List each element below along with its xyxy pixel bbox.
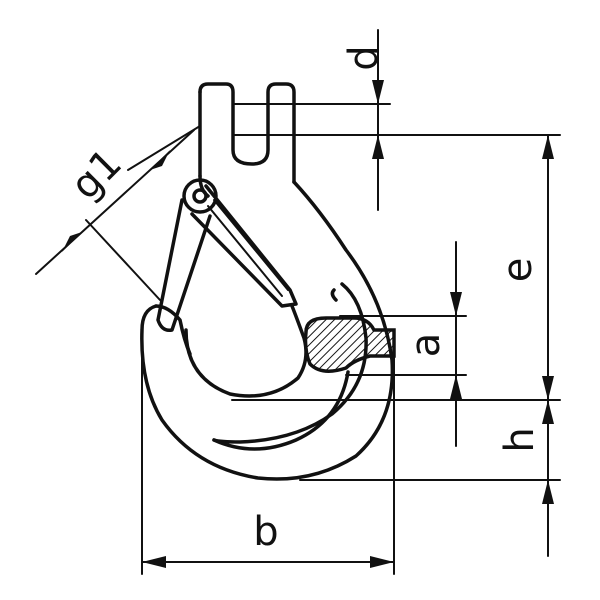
h-arrow-bottom — [542, 480, 554, 504]
latch-pivot-pin — [192, 188, 208, 204]
g1-arrow-2 — [62, 232, 82, 252]
h-arrow-top — [542, 400, 554, 424]
dimension-lines — [35, 29, 561, 575]
label-d: d — [341, 45, 387, 70]
latch-arm-left — [156, 198, 212, 333]
a-arrow-top — [450, 292, 462, 316]
e-arrow-top — [542, 135, 554, 159]
clevis-head — [198, 82, 296, 184]
safety-latch — [156, 178, 298, 333]
hook-inner-throat — [184, 304, 308, 398]
latch-arm-right — [190, 184, 298, 308]
label-g1: g1 — [62, 140, 130, 208]
d-arrow-top — [372, 80, 384, 104]
e-arrow-bottom — [542, 376, 554, 400]
hatched-cross-section — [303, 316, 396, 373]
latch-pivot — [182, 178, 218, 214]
label-e: e — [495, 258, 541, 283]
d-arrow-bottom — [372, 135, 384, 159]
hook-inner-rib-bottom — [212, 370, 350, 451]
hook-inner-rib-outer — [330, 288, 338, 302]
label-h: h — [497, 427, 543, 452]
label-b: b — [253, 509, 278, 555]
b-arrow-right — [370, 556, 394, 568]
hook-outer-contour — [140, 180, 395, 481]
label-a: a — [403, 333, 449, 358]
b-arrow-left — [142, 556, 166, 568]
a-arrow-bottom — [450, 375, 462, 399]
g1-arrow-1 — [150, 150, 170, 170]
g1-ext-1 — [127, 125, 201, 171]
latch-spring — [207, 199, 289, 297]
g1-ext-2 — [85, 219, 161, 301]
